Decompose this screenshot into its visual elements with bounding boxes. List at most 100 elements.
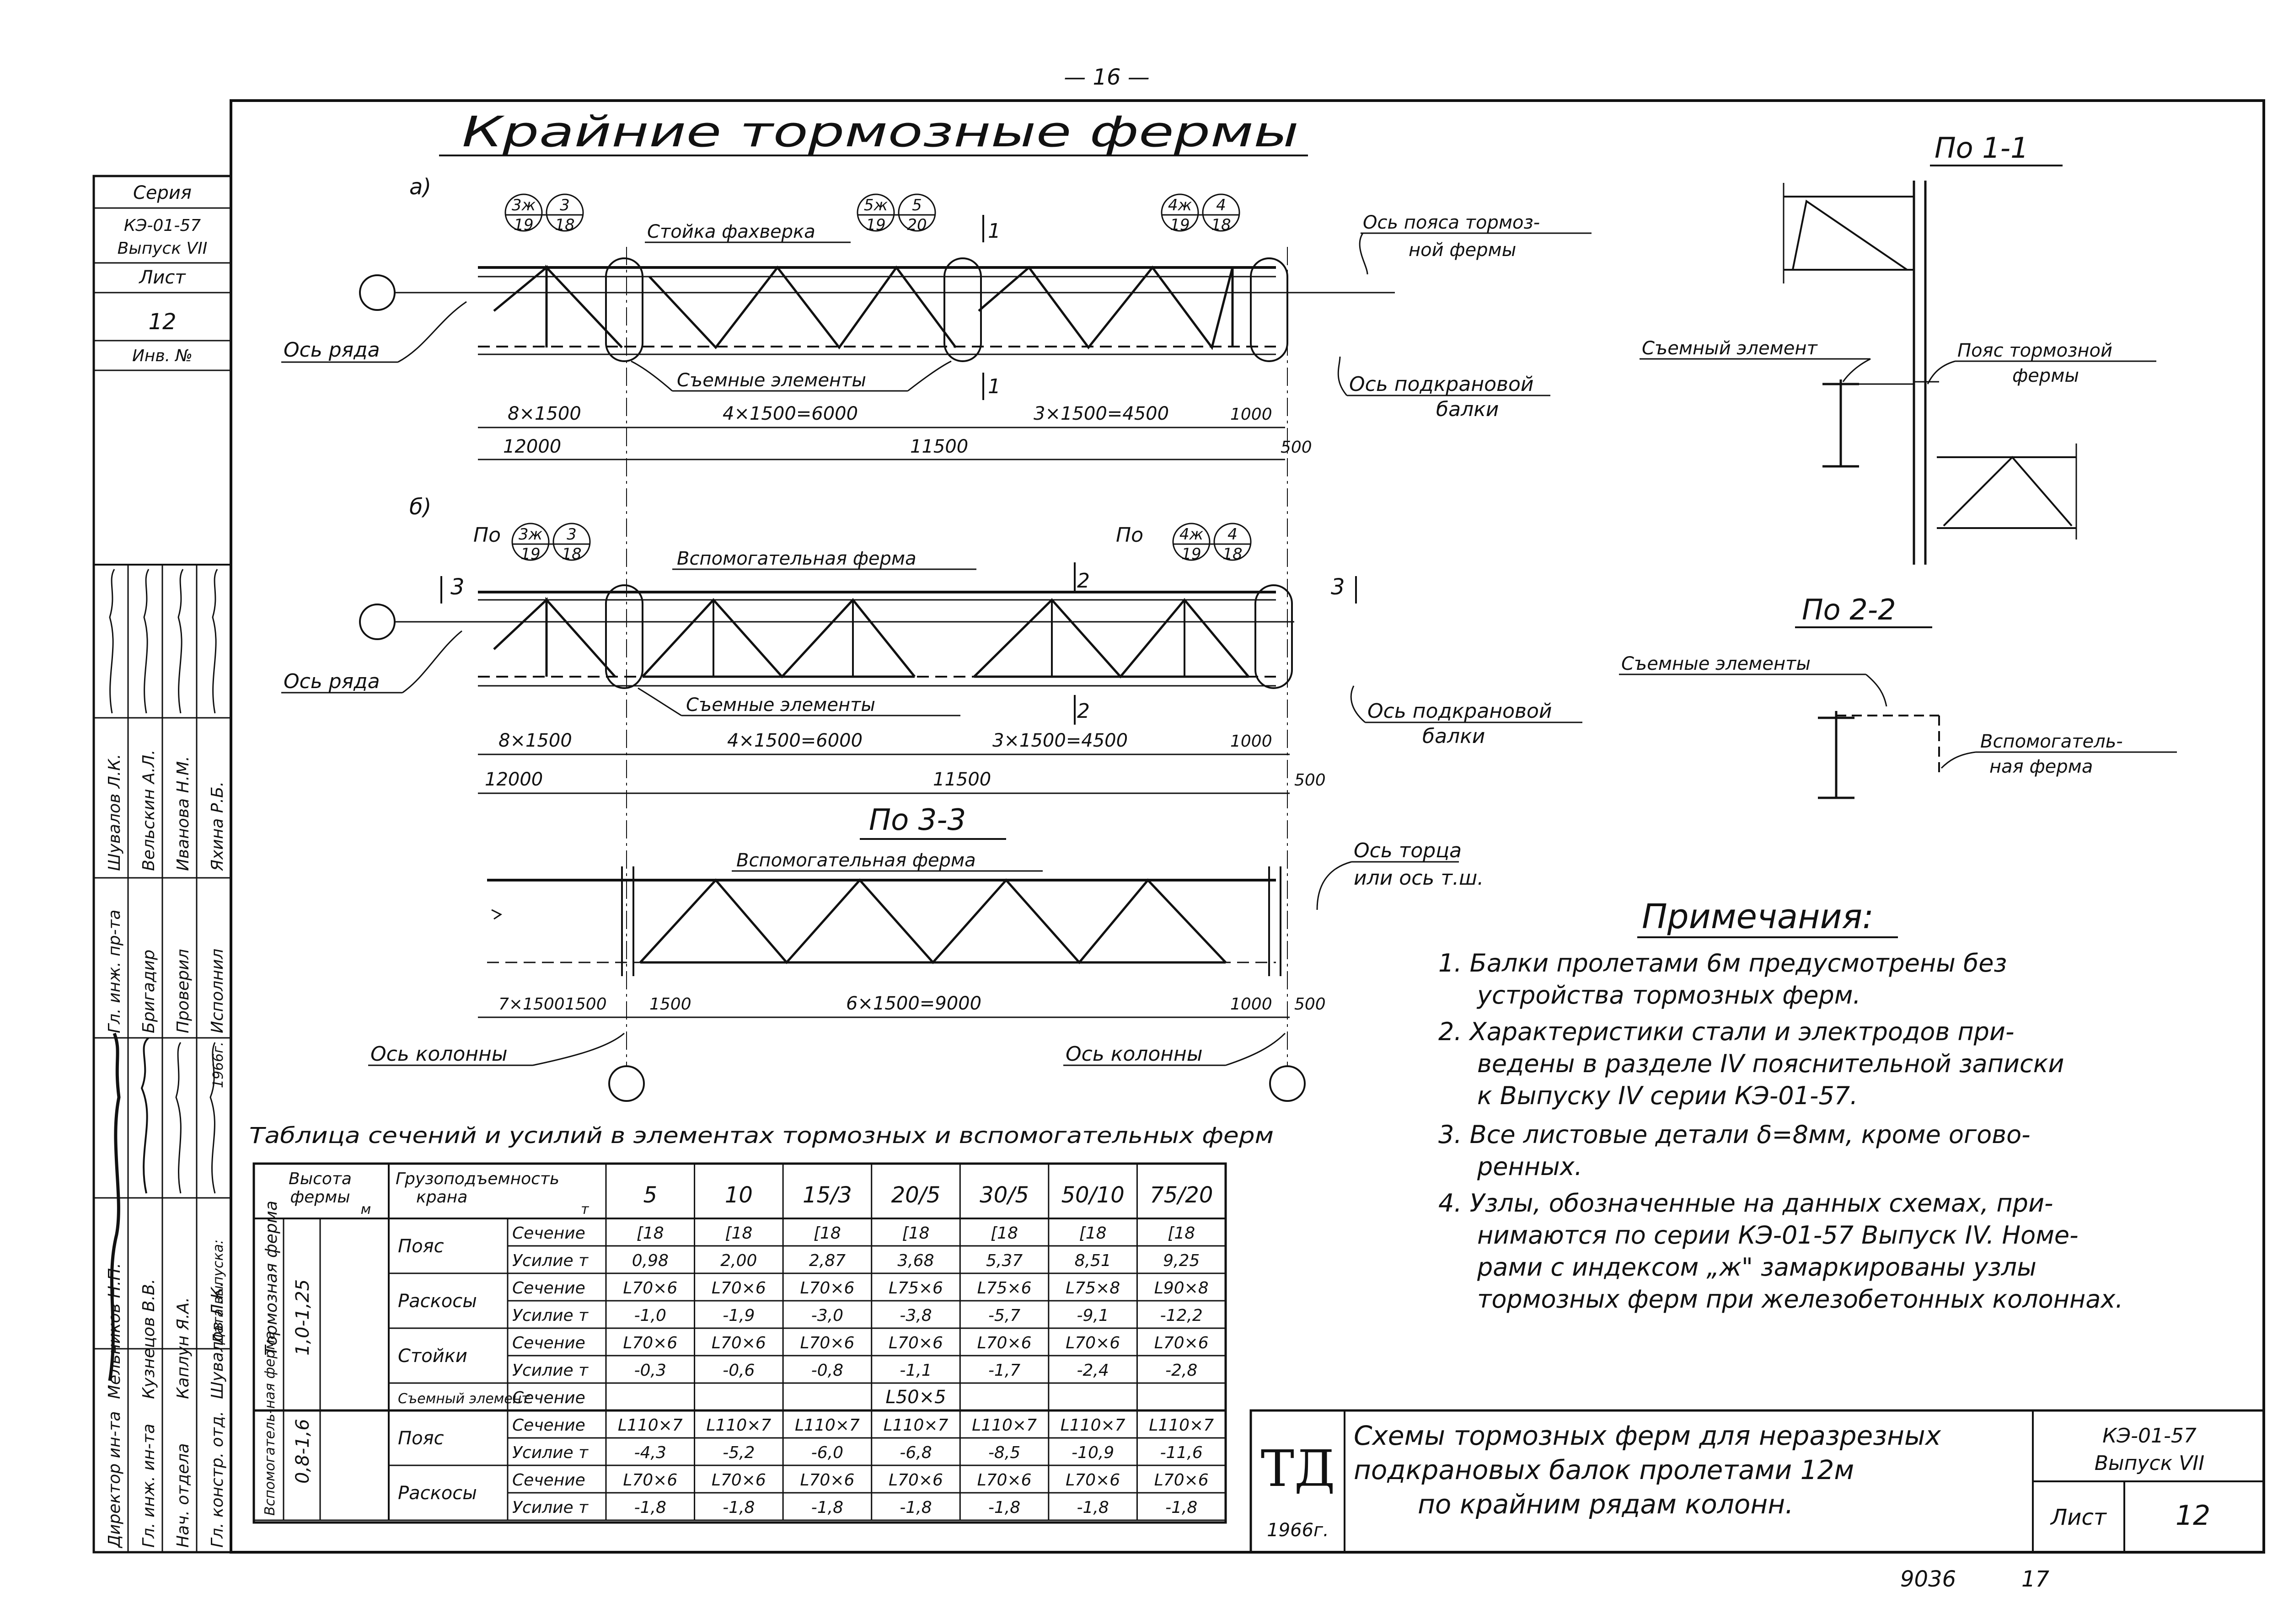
table-value-cell: -1,8 — [1077, 1498, 1109, 1517]
title-block: ТД 1966г. Схемы тормозных ферм для нераз… — [1249, 1409, 2265, 1554]
left-stamp: Серия КЭ-01-57 Выпуск VII Лист 12 Инв. №… — [94, 182, 231, 1552]
dim-b-11500: 11500 — [933, 769, 991, 790]
section-33-title: По 3-3 — [869, 803, 966, 837]
table-row-element: Пояс — [398, 1428, 444, 1449]
label-axis-end-2: или ось т.ш. — [1354, 866, 1484, 890]
table-title: Таблица сечений и усилий в элементах тор… — [249, 1123, 1274, 1149]
dim-a-11500: 11500 — [910, 436, 968, 457]
stamp-seria-label: Серия — [133, 182, 192, 203]
table-value-cell: -0,3 — [634, 1361, 666, 1380]
stamp-role-dept-head: Нач. отдела — [174, 1443, 193, 1548]
table-value-cell: L75×6 — [977, 1279, 1032, 1298]
table-capacity-cell: 5 — [643, 1182, 658, 1208]
footer-code: 9036 — [1900, 1566, 1956, 1592]
table-value-cell: 2,87 — [809, 1251, 846, 1270]
stamp-name-4: Шувалов Л.К. — [208, 1282, 227, 1399]
label-removable-11: Съемный элемент — [1642, 338, 1818, 359]
section-mark-2-bottom: 2 — [1077, 700, 1090, 723]
section-2-2: По 2-2 Съемные элементы Вспомогатель- на… — [1619, 593, 2177, 799]
page-number: — 16 — — [1064, 64, 1150, 90]
title-block-code: КЭ-01-57 — [2102, 1424, 2197, 1448]
table-value-cell: L70×6 — [1066, 1334, 1120, 1352]
table-header-height-unit: м — [361, 1202, 371, 1218]
title-block-desc-1: Схемы тормозных ферм для неразрезных — [1354, 1420, 1941, 1451]
scheme-b: б) По 3ж 19 3 18 По 4ж 19 4 — [281, 494, 1582, 794]
note-4-line3: рами с индексом „ж" замаркированы узлы — [1477, 1253, 2036, 1282]
section-3-3: По 3-3 Вспомогательная ферма Ось торца и… — [368, 803, 1484, 1102]
note-2-line1: 2. Характеристики стали и электродов при… — [1438, 1017, 2014, 1046]
table-value-cell: L70×6 — [889, 1334, 943, 1352]
stamp-name-3: Каплун Я.А. — [174, 1297, 193, 1399]
label-axis-column-right: Ось колонны — [1066, 1042, 1203, 1066]
table-value-cell: L70×6 — [977, 1334, 1032, 1352]
stamp-list-label: Лист — [138, 267, 186, 288]
signature-scribble-1 — [108, 1032, 121, 1381]
table-row-param: Сечение — [512, 1389, 585, 1407]
stamp-role-director: Директор ин-та — [105, 1411, 124, 1549]
table-row-param: Усилие т — [512, 1498, 589, 1517]
signature-scribble-3 — [175, 1042, 182, 1194]
table-capacity-cell: 30/5 — [980, 1182, 1029, 1208]
table-value-cell: L70×6 — [712, 1334, 766, 1352]
table-row-element: Стойки — [398, 1346, 467, 1367]
label-axis-belt: Ось пояса тормоз- — [1363, 212, 1540, 233]
table-value-cell: -1,8 — [1165, 1498, 1197, 1517]
dim-33-1500b: 1500 — [649, 995, 691, 1014]
stamp-inv-label: Инв. № — [132, 347, 193, 365]
node-a-19: 19 — [514, 216, 533, 234]
table-row-param: Сечение — [512, 1471, 585, 1490]
note-3-line1: 3. Все листовые детали δ=8мм, кроме огов… — [1438, 1120, 2031, 1149]
label-aux-22-2: ная ферма — [1989, 756, 2093, 777]
table-value-cell: -1,8 — [723, 1498, 755, 1517]
table-row-param: Сечение — [512, 1224, 585, 1243]
table-row-element: Раскосы — [398, 1483, 477, 1504]
node-a-20: 20 — [907, 216, 927, 234]
section-mark-1-bottom: 1 — [988, 375, 1001, 398]
dim-b-12000: 12000 — [485, 769, 543, 790]
stamp-list-number: 12 — [148, 309, 176, 335]
table-value-cell: [18 — [991, 1224, 1018, 1243]
node-a-4zh: 4ж — [1168, 196, 1192, 214]
note-2-line2: ведены в разделе IV пояснительной записк… — [1477, 1049, 2064, 1078]
table-value-cell: L110×7 — [1061, 1416, 1125, 1435]
node-a-5: 5 — [912, 196, 922, 214]
table-value-cell: [18 — [637, 1224, 664, 1243]
dim-a-1000: 1000 — [1230, 405, 1272, 424]
label-po-b-left: По — [473, 524, 501, 547]
scheme-b-label: б) — [409, 494, 431, 520]
table-value-cell: -3,0 — [811, 1306, 843, 1325]
dim-33-1000: 1000 — [1230, 995, 1272, 1014]
dim-a-500: 500 — [1281, 438, 1312, 457]
table-value-cell: L70×6 — [1066, 1471, 1120, 1490]
stamp-role-chief-eng: Гл. инж. ин-та — [139, 1424, 158, 1548]
note-4-line1: 4. Узлы, обозначенные на данных схемах, … — [1438, 1189, 2053, 1218]
table-value-cell: -0,6 — [723, 1361, 755, 1380]
table-header-capacity-unit: т — [581, 1202, 590, 1218]
table-row-element: Раскосы — [398, 1291, 477, 1312]
table-value-cell: -6,0 — [811, 1443, 843, 1462]
title-block-vypusk: Выпуск VII — [2095, 1452, 2205, 1475]
title-block-list-number: 12 — [2176, 1500, 2210, 1532]
table-row-element: Пояс — [398, 1236, 444, 1257]
table-header-capacity-2: крана — [416, 1188, 467, 1207]
node-b-3zh: 3ж — [519, 525, 543, 544]
table-value-cell: -1,8 — [634, 1498, 666, 1517]
note-2-line3: к Выпуску IV серии КЭ-01-57. — [1477, 1081, 1858, 1110]
node-a-18b: 18 — [1211, 216, 1231, 234]
table-value-cell: 8,51 — [1075, 1251, 1111, 1270]
table-group-aux-height: 0,8-1,6 — [292, 1419, 313, 1484]
note-3-line2: ренных. — [1477, 1152, 1582, 1181]
table-value-cell: -5,7 — [988, 1306, 1020, 1325]
label-axis-crane-a: Ось подкрановой — [1349, 373, 1533, 396]
table-value-cell: L110×7 — [884, 1416, 949, 1435]
label-axis-belt-2: ной фермы — [1409, 240, 1516, 261]
table-group-brake: Тормозная ферма — [262, 1201, 281, 1356]
dim-33-500: 500 — [1294, 995, 1326, 1014]
signature-scribble-6 — [143, 569, 150, 714]
node-b-4zh: 4ж — [1179, 525, 1204, 544]
node-b-19: 19 — [520, 545, 540, 563]
table-value-cell: L70×6 — [889, 1471, 943, 1490]
table-value-cell: L70×6 — [1154, 1471, 1209, 1490]
scheme-a: а) 3ж 19 3 18 Стойка фахверка 5ж 19 5 — [281, 174, 1592, 460]
table-capacity-cell: 20/5 — [891, 1182, 941, 1208]
